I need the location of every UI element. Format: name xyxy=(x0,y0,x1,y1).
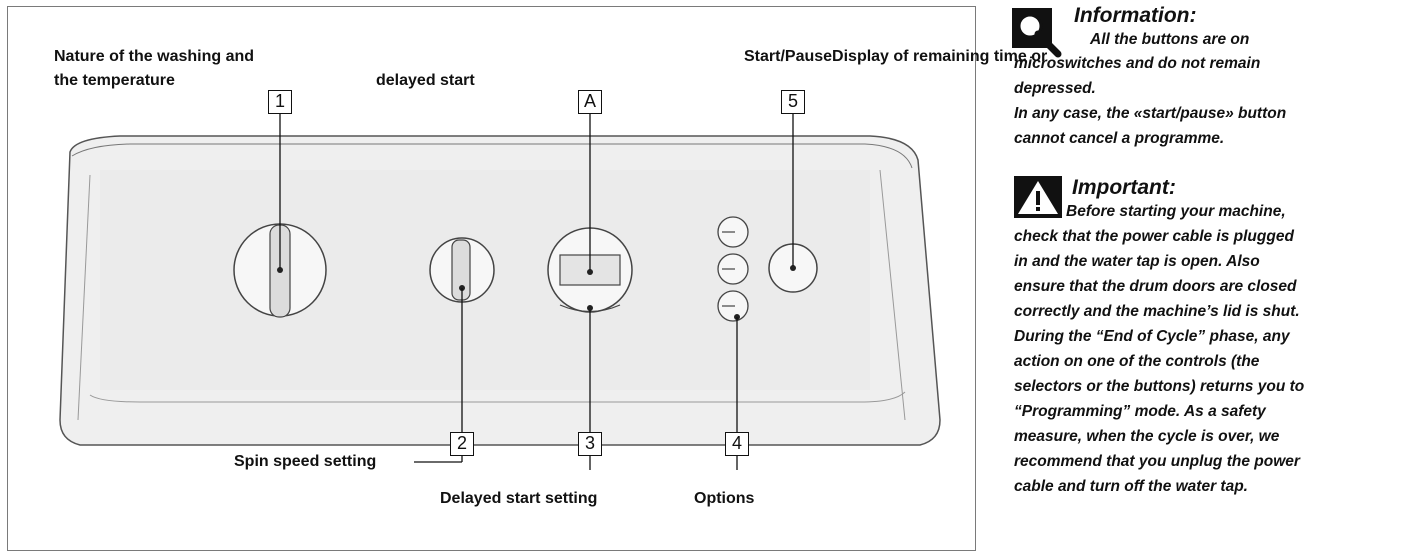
warning-triangle-icon xyxy=(1014,176,1062,218)
spin-speed-knob[interactable] xyxy=(429,237,495,303)
magnifier-icon xyxy=(1012,8,1062,58)
option-button-3[interactable] xyxy=(717,290,749,322)
important-line: recommend that you unplug the power xyxy=(1014,453,1300,470)
important-line: check that the power cable is plugged xyxy=(1014,228,1294,245)
information-line-4: In any case, the «start/pause» button xyxy=(1014,105,1287,122)
label-start-pause-display: Start/PauseDisplay of remaining time or xyxy=(744,48,1048,65)
callout-2: 2 xyxy=(450,432,474,456)
important-line: action on one of the controls (the xyxy=(1014,353,1260,370)
important-line: cable and turn off the water tap. xyxy=(1014,478,1248,495)
panel-rim xyxy=(71,143,913,169)
important-line: measure, when the cycle is over, we xyxy=(1014,428,1280,445)
important-line: Before starting your machine, xyxy=(1066,203,1286,220)
important-line: selectors or the buttons) returns you to xyxy=(1014,378,1305,395)
callout-5: 5 xyxy=(781,90,805,114)
label-delayed-setting: Delayed start setting xyxy=(440,490,598,507)
label-options: Options xyxy=(694,490,755,507)
important-line: “Programming” mode. As a safety xyxy=(1014,403,1266,420)
option-button-1[interactable] xyxy=(717,216,749,248)
option-button-2[interactable] xyxy=(717,253,749,285)
important-line: correctly and the machine’s lid is shut. xyxy=(1014,303,1300,320)
panel-bottom-line xyxy=(89,391,906,403)
information-line-1: All the buttons are on xyxy=(1090,31,1250,48)
important-line: During the “End of Cycle” phase, any xyxy=(1014,328,1290,345)
panel-right-edge xyxy=(879,169,906,421)
important-line: in and the water tap is open. Also xyxy=(1014,253,1260,270)
callout-1: 1 xyxy=(268,90,292,114)
information-heading: Information: xyxy=(1074,4,1197,27)
panel-left-edge xyxy=(77,174,91,421)
diagram-frame xyxy=(7,6,976,551)
important-line: ensure that the drum doors are closed xyxy=(1014,278,1297,295)
information-line-3: depressed. xyxy=(1014,80,1096,97)
callout-3: 3 xyxy=(578,432,602,456)
callout-A: A xyxy=(578,90,602,114)
label-delayed-start: delayed start xyxy=(376,72,475,89)
control-panel-drawing xyxy=(59,112,941,470)
callout-4: 4 xyxy=(725,432,749,456)
leader-lines xyxy=(279,112,794,470)
label-nature: Nature of the washing and xyxy=(54,48,255,65)
label-spin: Spin speed setting xyxy=(234,453,377,470)
label-temperature: the temperature xyxy=(54,72,175,89)
information-line-5: cannot cancel a programme. xyxy=(1014,130,1225,147)
important-heading: Important: xyxy=(1072,176,1176,199)
information-line-2: microswitches and do not remain xyxy=(1014,55,1261,72)
